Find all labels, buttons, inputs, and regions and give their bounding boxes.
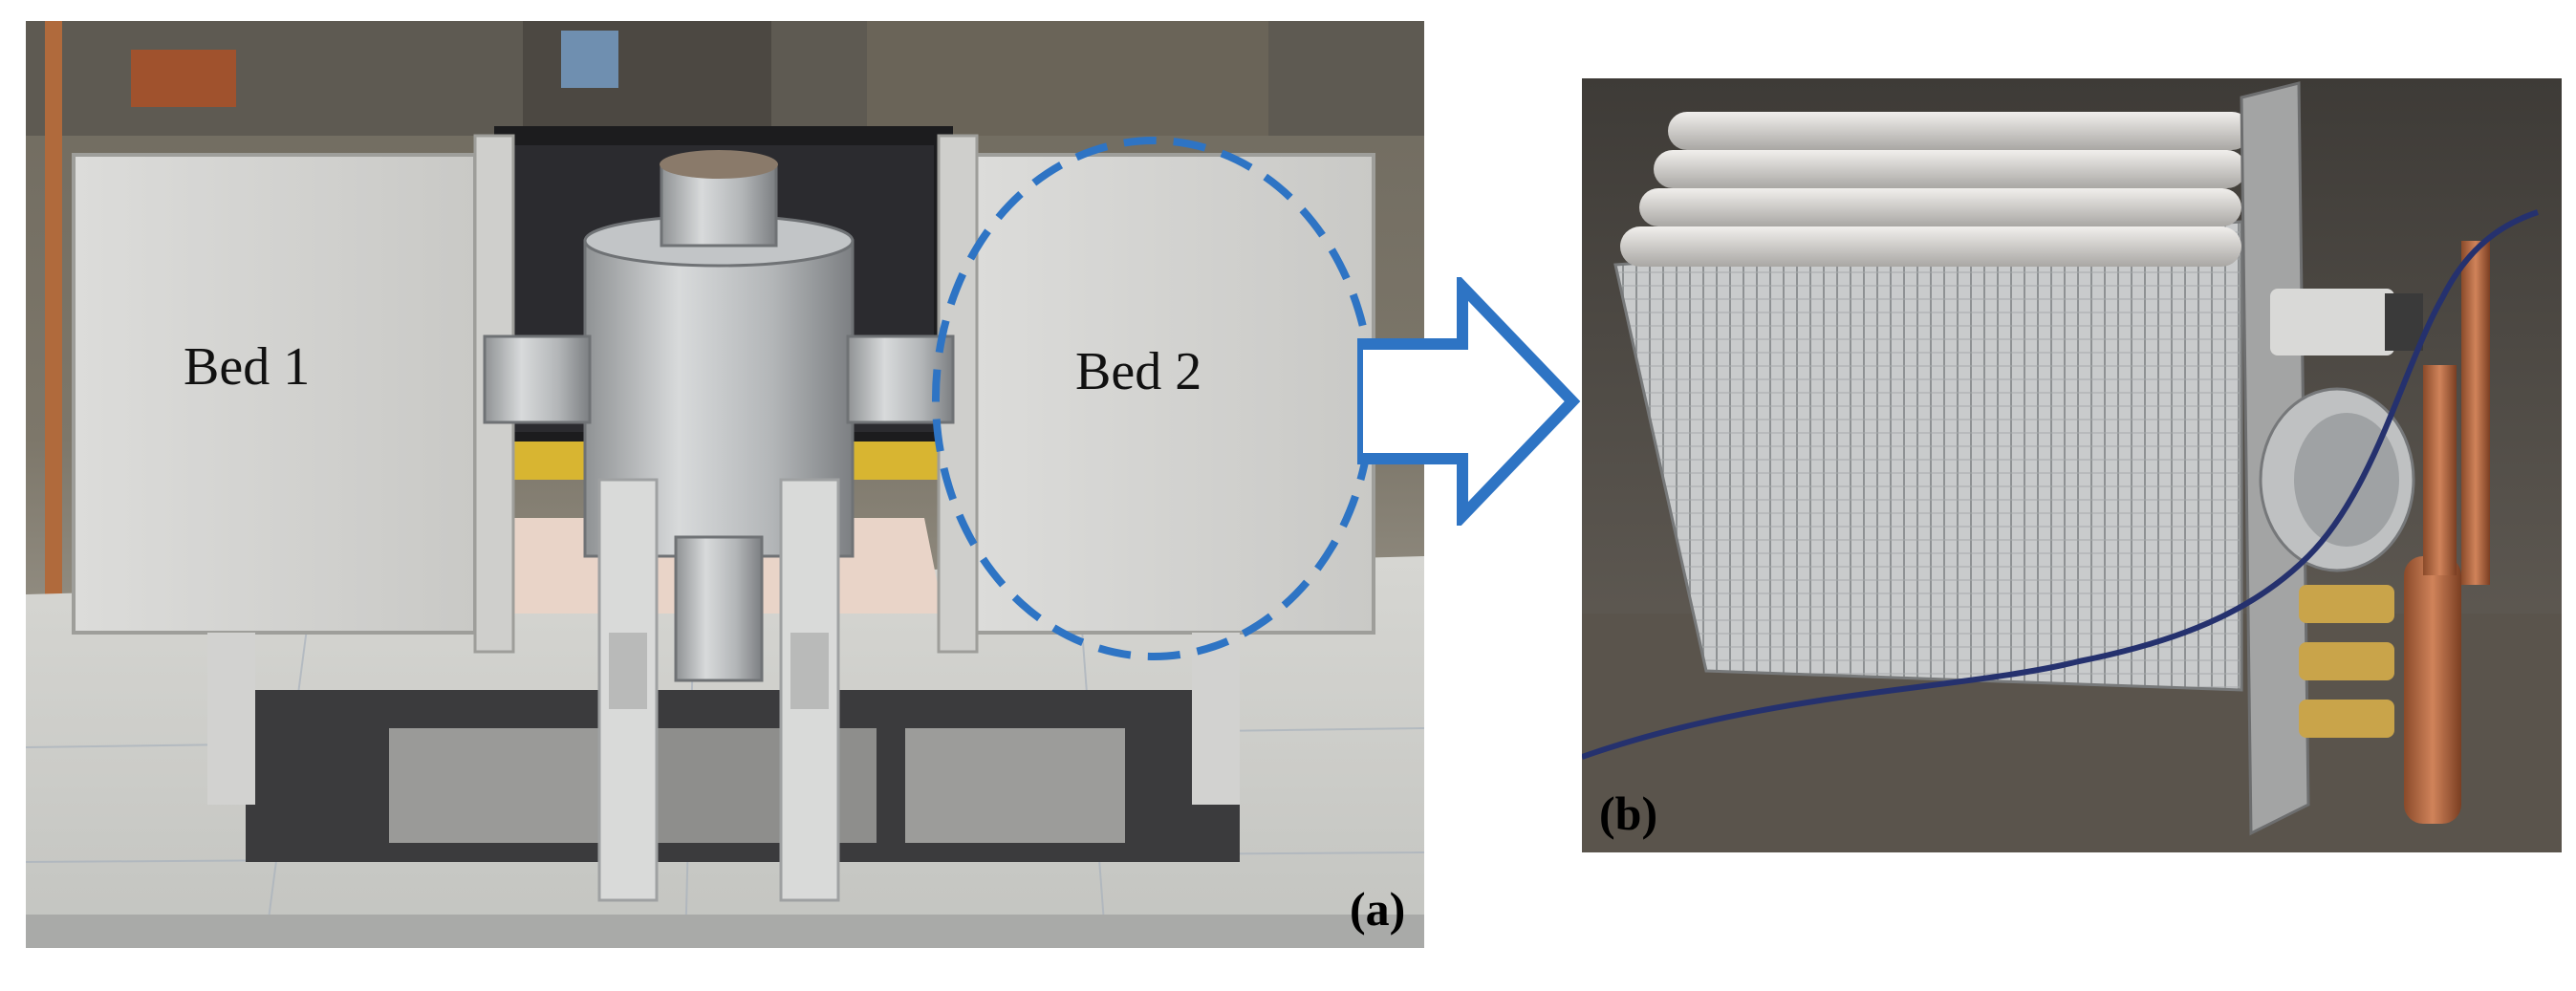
bed1-label: Bed 1 [184, 337, 311, 397]
panel-b-tag: (b) [1599, 786, 1658, 840]
arrow-right-icon [1357, 277, 1581, 526]
photo-panel-a: Bed 1 Bed 2 (a) [26, 21, 1424, 948]
heat-exchanger-photo-illustration [1582, 78, 2562, 852]
photo-panel-b: (b) [1582, 78, 2562, 852]
panel-a-tag: (a) [1350, 882, 1406, 936]
bed2-label: Bed 2 [1075, 342, 1202, 401]
rig-photo-illustration [26, 21, 1424, 948]
